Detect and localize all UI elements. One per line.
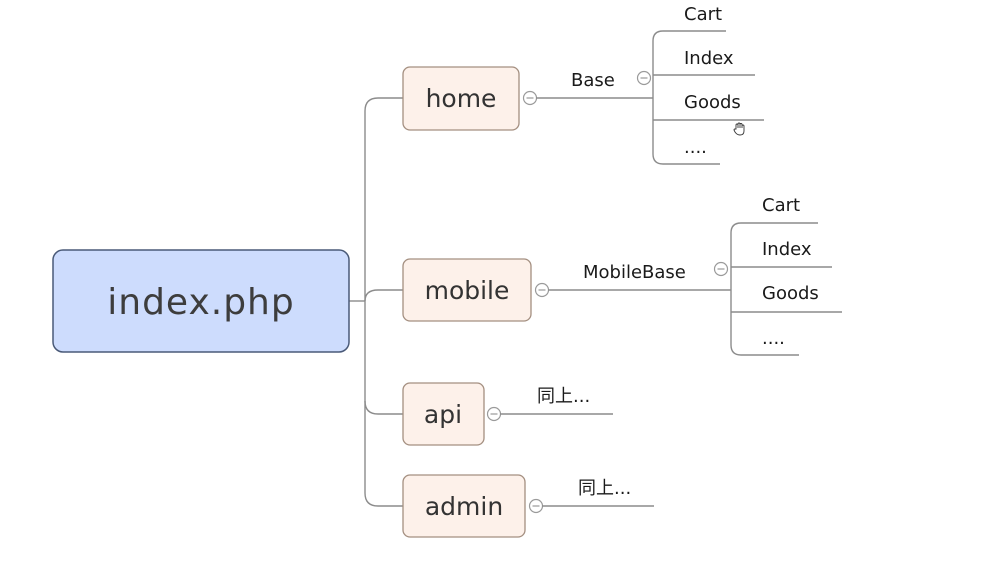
controller-item[interactable]: Index (762, 239, 812, 260)
controller-item[interactable]: Cart (684, 4, 722, 25)
module-home[interactable]: home (402, 66, 520, 131)
module-label: home (426, 84, 497, 113)
controller-item[interactable]: Index (684, 48, 734, 69)
base-label-admin: 同上... (578, 478, 631, 499)
collapse-admin[interactable] (528, 498, 544, 514)
controller-item[interactable]: Goods (762, 283, 819, 304)
base-label-mobile: MobileBase (583, 262, 686, 283)
base-label-home: Base (571, 70, 615, 91)
controller-item[interactable]: Goods (684, 92, 741, 113)
controller-item[interactable]: Cart (762, 195, 800, 216)
collapse-mobile[interactable] (534, 282, 550, 298)
module-api[interactable]: api (402, 382, 485, 446)
controller-item[interactable]: .... (684, 137, 707, 158)
collapse-base[interactable] (636, 70, 652, 86)
module-label: api (424, 400, 462, 429)
controller-item[interactable]: .... (762, 328, 785, 349)
base-label-api: 同上... (537, 386, 590, 407)
root-node[interactable]: index.php (52, 249, 350, 353)
root-label: index.php (107, 282, 294, 323)
collapse-home[interactable] (522, 90, 538, 106)
hand-cursor-icon (733, 122, 745, 136)
module-label: admin (425, 492, 503, 521)
collapse-api[interactable] (486, 406, 502, 422)
module-mobile[interactable]: mobile (402, 258, 532, 322)
collapse-mobilebase[interactable] (713, 261, 729, 277)
module-label: mobile (425, 276, 510, 305)
module-admin[interactable]: admin (402, 474, 526, 538)
root-connectors (349, 97, 403, 507)
